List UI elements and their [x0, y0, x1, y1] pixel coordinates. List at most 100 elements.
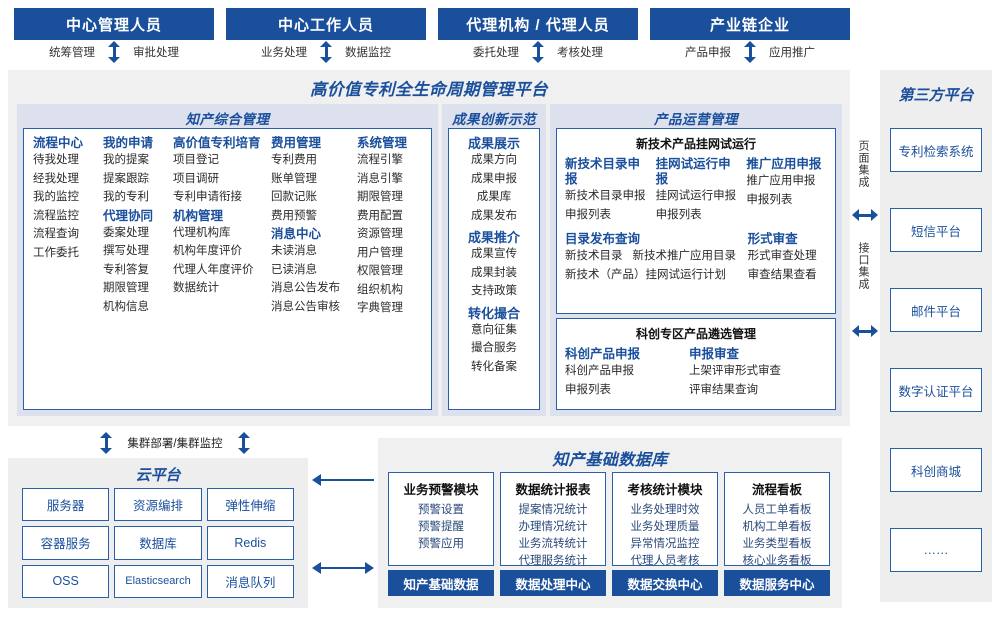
- third-party-item-3[interactable]: 数字认证平台: [890, 368, 982, 412]
- menu-item[interactable]: 期限管理: [357, 191, 403, 203]
- menu-item[interactable]: 专利答复: [103, 263, 149, 276]
- database-card-3-footer[interactable]: 数据服务中心: [724, 570, 830, 596]
- database-item[interactable]: 预警提醒: [418, 521, 464, 533]
- menu-item[interactable]: 专利费用: [271, 154, 317, 166]
- cloud-item-4[interactable]: 数据库: [114, 526, 202, 560]
- menu-item[interactable]: 新技术目录申报: [565, 190, 646, 202]
- menu-item[interactable]: 数据统计: [173, 282, 219, 294]
- database-item[interactable]: 预警设置: [418, 504, 464, 516]
- menu-item[interactable]: 流程监控: [33, 209, 79, 222]
- cloud-item-8[interactable]: 消息队列: [206, 564, 294, 598]
- cloud-item-3[interactable]: 容器服务: [22, 526, 110, 560]
- menu-item[interactable]: 新技术推广应用目录: [632, 250, 737, 262]
- menu-item[interactable]: 消息公告发布: [271, 282, 340, 294]
- menu-item[interactable]: 形式审查处理: [747, 250, 817, 262]
- menu-item[interactable]: 消息公告审核: [271, 300, 340, 313]
- role-bar-0[interactable]: 中心管理人员: [14, 8, 214, 40]
- menu-item[interactable]: 流程引擎: [357, 154, 403, 166]
- cloud-item-2[interactable]: 弹性伸缩: [206, 488, 294, 522]
- database-item[interactable]: 办理情况统计: [518, 521, 588, 533]
- cloud-item-5[interactable]: Redis: [206, 526, 294, 560]
- menu-item[interactable]: 推广应用申报: [746, 175, 816, 187]
- menu-item[interactable]: 评审结果查询: [689, 383, 758, 396]
- menu-item[interactable]: 代理人年度评价: [173, 263, 254, 276]
- menu-item[interactable]: 权限管理: [357, 265, 403, 277]
- menu-item[interactable]: 工作委托: [33, 246, 79, 259]
- menu-item[interactable]: 成果封装: [471, 266, 517, 279]
- menu-item[interactable]: 撰写处理: [103, 245, 149, 257]
- menu-item[interactable]: 机构年度评价: [173, 245, 242, 257]
- database-card-2-footer[interactable]: 数据交换中心: [612, 570, 718, 596]
- menu-item[interactable]: 回款记账: [271, 191, 317, 203]
- menu-item[interactable]: 撮合服务: [471, 342, 517, 354]
- role-bar-1[interactable]: 中心工作人员: [226, 8, 426, 40]
- menu-item[interactable]: 科创产品申报: [565, 365, 634, 377]
- database-item[interactable]: 业务类型看板: [742, 538, 812, 550]
- menu-item[interactable]: 经我处理: [33, 172, 79, 185]
- database-item[interactable]: 预警应用: [418, 538, 464, 550]
- menu-item[interactable]: 代理机构库: [173, 226, 231, 239]
- third-party-item-5[interactable]: ……: [890, 528, 982, 572]
- cloud-item-1[interactable]: 资源编排: [114, 488, 202, 522]
- database-item[interactable]: 业务处理质量: [630, 521, 700, 533]
- third-party-item-4[interactable]: 科创商城: [890, 448, 982, 492]
- menu-item[interactable]: 申报列表: [655, 208, 702, 221]
- database-item[interactable]: 业务处理时效: [630, 504, 700, 516]
- menu-item[interactable]: 我的专利: [103, 191, 149, 203]
- menu-item[interactable]: 新技术目录: [565, 250, 623, 262]
- menu-item[interactable]: 意向征集: [471, 323, 517, 336]
- menu-item[interactable]: 流程查询: [33, 228, 79, 240]
- menu-item[interactable]: 组织机构: [357, 283, 403, 296]
- database-item[interactable]: 提案情况统计: [518, 504, 588, 516]
- menu-item[interactable]: 未读消息: [271, 245, 317, 257]
- third-party-item-2[interactable]: 邮件平台: [890, 288, 982, 332]
- menu-item[interactable]: 转化备案: [471, 360, 517, 373]
- cloud-item-0[interactable]: 服务器: [22, 488, 110, 522]
- menu-item[interactable]: 消息引擎: [357, 172, 403, 185]
- menu-item[interactable]: 费用预警: [271, 209, 317, 222]
- menu-item[interactable]: 费用配置: [357, 209, 403, 222]
- menu-item[interactable]: 期限管理: [103, 282, 149, 294]
- menu-item[interactable]: 上架评审形式审查: [689, 365, 781, 377]
- database-item[interactable]: 核心业务看板: [742, 555, 812, 567]
- menu-item[interactable]: 待我处理: [33, 154, 79, 166]
- menu-item[interactable]: 成果宣传: [471, 248, 517, 260]
- menu-item[interactable]: 挂网试运行申报: [655, 190, 737, 202]
- database-item[interactable]: 机构工单看板: [742, 521, 812, 533]
- database-item[interactable]: 人员工单看板: [742, 504, 812, 516]
- role-bar-2[interactable]: 代理机构 / 代理人员: [438, 8, 638, 40]
- menu-item[interactable]: 我的监控: [33, 191, 79, 203]
- menu-item[interactable]: 成果库: [476, 191, 512, 203]
- menu-item[interactable]: 字典管理: [357, 302, 403, 314]
- menu-item[interactable]: 成果申报: [471, 172, 517, 185]
- menu-item[interactable]: 申报列表: [746, 193, 793, 206]
- database-item[interactable]: 代理服务统计: [518, 555, 588, 567]
- menu-item[interactable]: 用户管理: [357, 246, 403, 259]
- menu-item[interactable]: 提案跟踪: [103, 172, 149, 185]
- menu-item[interactable]: 项目调研: [173, 172, 219, 185]
- database-item[interactable]: 异常情况监控: [630, 538, 700, 550]
- menu-item[interactable]: 项目登记: [173, 154, 219, 166]
- database-item[interactable]: 代理人员考核: [630, 555, 700, 567]
- third-party-item-0[interactable]: 专利检索系统: [890, 128, 982, 172]
- role-bar-3[interactable]: 产业链企业: [650, 8, 850, 40]
- menu-item[interactable]: 账单管理: [271, 172, 317, 185]
- menu-item[interactable]: 资源管理: [357, 228, 403, 240]
- database-card-0-footer[interactable]: 知产基础数据: [388, 570, 494, 596]
- database-card-1-footer[interactable]: 数据处理中心: [500, 570, 606, 596]
- menu-item[interactable]: 机构信息: [103, 300, 149, 313]
- cloud-item-6[interactable]: OSS: [22, 564, 110, 598]
- menu-item[interactable]: 成果方向: [471, 154, 517, 166]
- menu-item[interactable]: 我的提案: [103, 154, 149, 166]
- menu-item[interactable]: 申报列表: [565, 208, 611, 221]
- menu-item[interactable]: 委案处理: [103, 226, 149, 239]
- menu-item[interactable]: 成果发布: [471, 209, 517, 222]
- third-party-item-1[interactable]: 短信平台: [890, 208, 982, 252]
- menu-item[interactable]: 专利申请衔接: [173, 191, 242, 203]
- menu-item[interactable]: 新技术（产品）挂网试运行计划: [565, 268, 726, 281]
- menu-item[interactable]: 支持政策: [471, 285, 517, 297]
- menu-item[interactable]: 申报列表: [565, 383, 611, 396]
- menu-item[interactable]: 已读消息: [271, 263, 317, 276]
- cloud-item-7[interactable]: Elasticsearch: [114, 564, 202, 598]
- menu-item[interactable]: 审查结果查看: [747, 268, 817, 281]
